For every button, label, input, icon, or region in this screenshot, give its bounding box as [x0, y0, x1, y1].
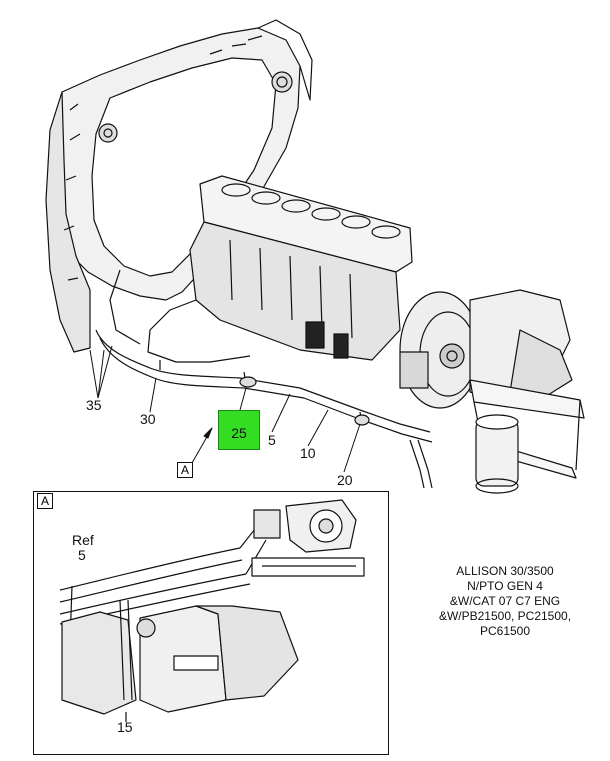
- radiator-shroud: [45, 19, 313, 353]
- detail-view-a-label: A: [37, 493, 53, 509]
- callout-25: 25: [231, 425, 247, 441]
- callout-20: 20: [337, 472, 353, 488]
- leader-lines: [89, 345, 361, 473]
- ref-label: Ref: [72, 532, 94, 548]
- ref-number: 5: [78, 547, 86, 563]
- detail-view-a: [33, 491, 389, 755]
- cooler-lines: [95, 329, 433, 489]
- engine-block: [109, 175, 413, 363]
- transmission: [399, 289, 573, 409]
- view-a-marker[interactable]: A: [177, 462, 193, 478]
- caption-line: &W/CAT 07 C7 ENG: [449, 594, 561, 608]
- model-caption: ALLISON 30/3500 N/PTO GEN 4 &W/CAT 07 C7…: [410, 564, 600, 639]
- filter-canister: [475, 414, 519, 494]
- detail-drawing: [59, 499, 365, 722]
- callout-30: 30: [140, 411, 156, 427]
- callout-10: 10: [300, 445, 316, 461]
- caption-line: &W/PB21500, PC21500,: [438, 609, 572, 623]
- caption-line: N/PTO GEN 4: [467, 579, 543, 593]
- callout-5: 5: [268, 432, 276, 448]
- callout-15: 15: [117, 719, 133, 735]
- callout-35: 35: [86, 397, 102, 413]
- caption-line: ALLISON 30/3500: [456, 564, 554, 578]
- caption-line: PC61500: [479, 624, 531, 638]
- highlighted-part-25[interactable]: 25: [218, 410, 260, 450]
